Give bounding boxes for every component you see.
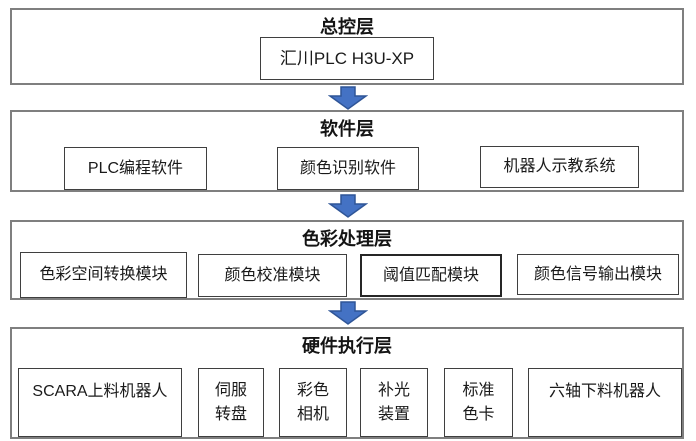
module-plc-programming-software: PLC编程软件 — [64, 147, 207, 190]
down-arrow-icon — [327, 194, 369, 218]
module-fill-light-device: 补光 装置 — [360, 368, 428, 437]
layer-color-processing: 色彩处理层 色彩空间转换模块 颜色校准模块 阈值匹配模块 颜色信号输出模块 — [10, 220, 684, 300]
module-huichuan-plc: 汇川PLC H3U-XP — [260, 37, 434, 80]
down-arrow-icon — [327, 301, 369, 325]
module-color-signal-output: 颜色信号输出模块 — [517, 254, 679, 295]
module-robot-teaching-system: 机器人示教系统 — [480, 146, 639, 188]
module-color-calibration: 颜色校准模块 — [198, 254, 347, 297]
layer-master-control: 总控层 汇川PLC H3U-XP — [10, 8, 684, 85]
layer-software-title: 软件层 — [320, 119, 374, 139]
module-scara-loading-robot: SCARA上料机器人 — [18, 368, 182, 437]
module-six-axis-unloading-robot: 六轴下料机器人 — [528, 368, 682, 437]
layer-hardware-execution: 硬件执行层 SCARA上料机器人 伺服 转盘 彩色 相机 补光 装置 标准 色卡… — [10, 327, 684, 439]
module-servo-turntable: 伺服 转盘 — [198, 368, 264, 437]
layer-color-processing-title: 色彩处理层 — [302, 229, 392, 249]
module-color-recognition-software: 颜色识别软件 — [277, 147, 419, 190]
layer-master-control-title: 总控层 — [320, 17, 374, 37]
module-color-camera: 彩色 相机 — [279, 368, 347, 437]
layer-hardware-execution-title: 硬件执行层 — [302, 336, 392, 356]
down-arrow-icon — [327, 86, 369, 110]
layer-software: 软件层 PLC编程软件 颜色识别软件 机器人示教系统 — [10, 110, 684, 192]
module-threshold-matching: 阈值匹配模块 — [360, 254, 502, 297]
module-standard-color-card: 标准 色卡 — [444, 368, 513, 437]
module-color-space-conversion: 色彩空间转换模块 — [20, 252, 187, 298]
